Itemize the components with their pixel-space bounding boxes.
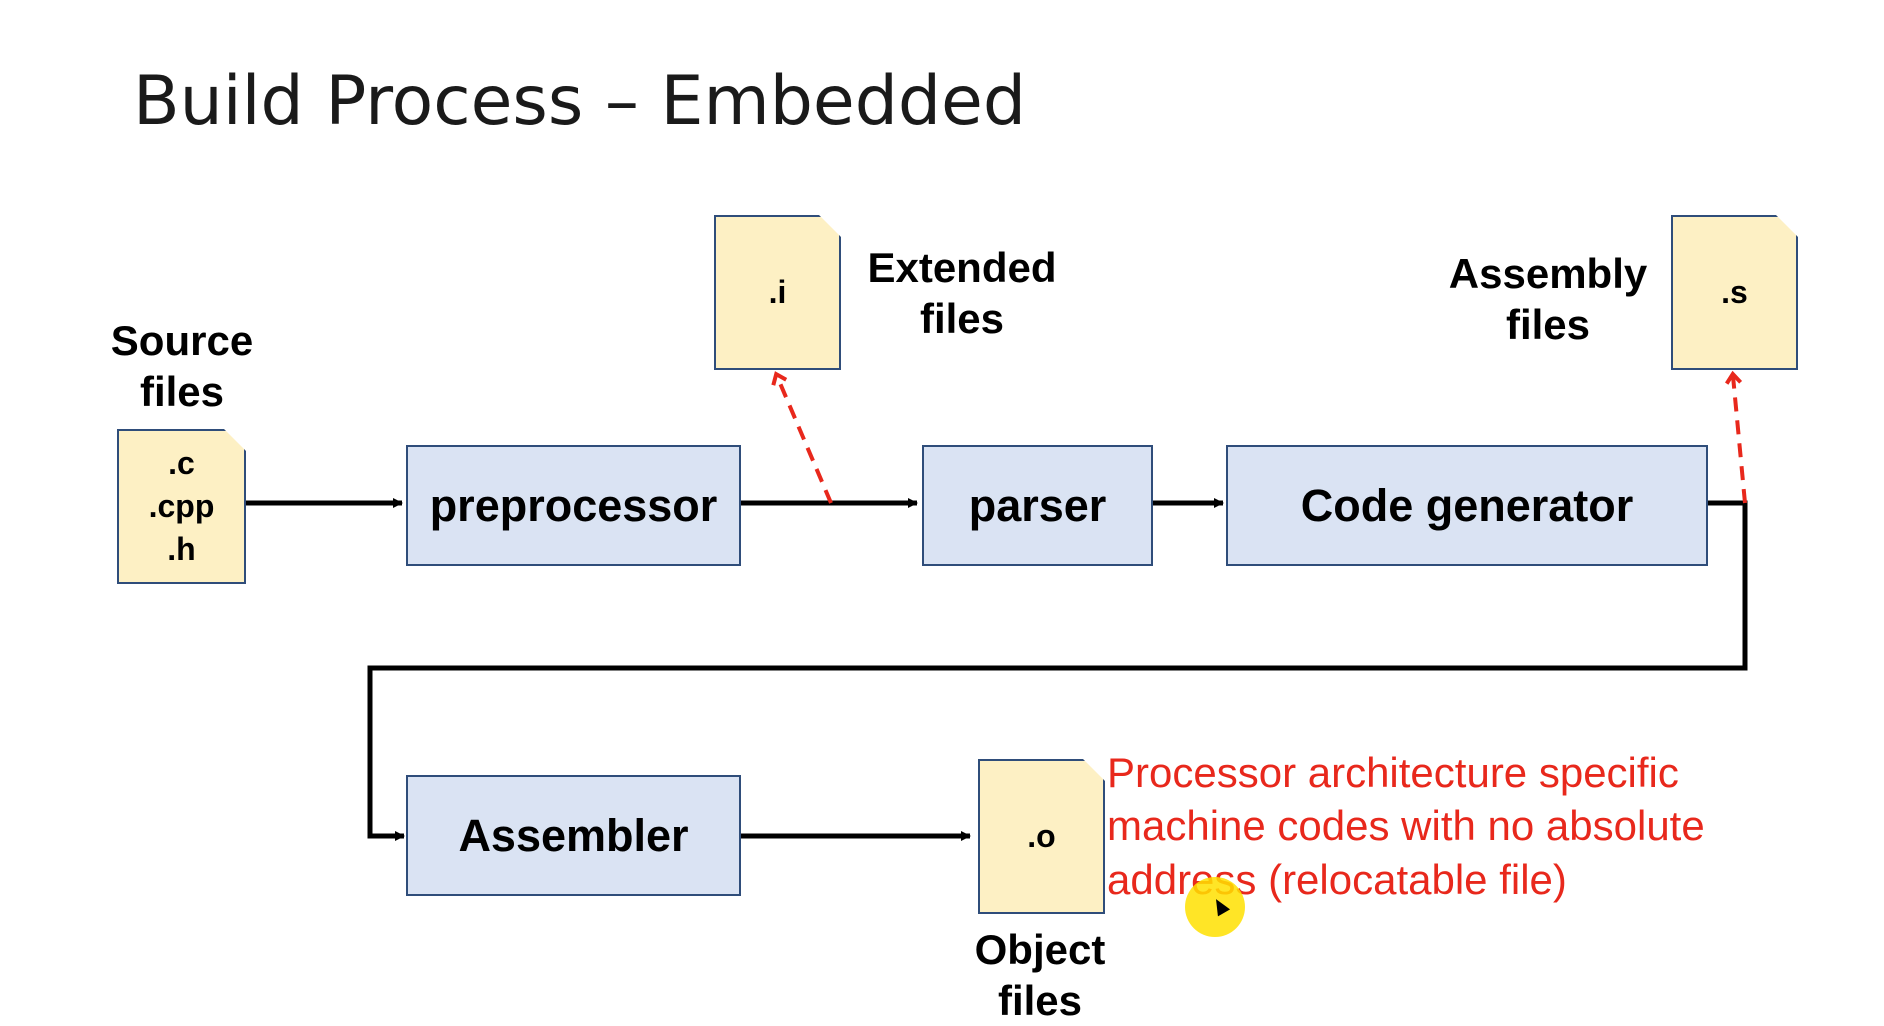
code-generator-box: Code generator — [1226, 445, 1708, 566]
preprocessor-box: preprocessor — [406, 445, 741, 566]
cursor-highlight — [1185, 877, 1245, 937]
label-object-files: Object files — [974, 926, 1106, 1025]
source-file-icon: .c .cpp .h — [117, 429, 246, 584]
label-source-files: Source files — [110, 317, 254, 416]
arrow-codegen-to-assembler — [367, 500, 1748, 841]
relocatable-note: Processor architecture specific machine … — [1107, 749, 1705, 903]
slide-title: Build Process – Embedded — [133, 62, 1027, 141]
dashed-arrow-to-extended — [771, 371, 833, 504]
label-extended-files: Extended files — [867, 244, 1057, 343]
extended-file-icon: .i — [714, 215, 841, 370]
assembler-box: Assembler — [406, 775, 741, 896]
dashed-arrow-to-assembly — [1725, 370, 1747, 504]
parser-box: parser — [922, 445, 1153, 566]
assembly-file-icon: .s — [1671, 215, 1798, 370]
label-assembly-files: Assembly files — [1448, 250, 1648, 349]
object-file-icon: .o — [978, 759, 1105, 914]
